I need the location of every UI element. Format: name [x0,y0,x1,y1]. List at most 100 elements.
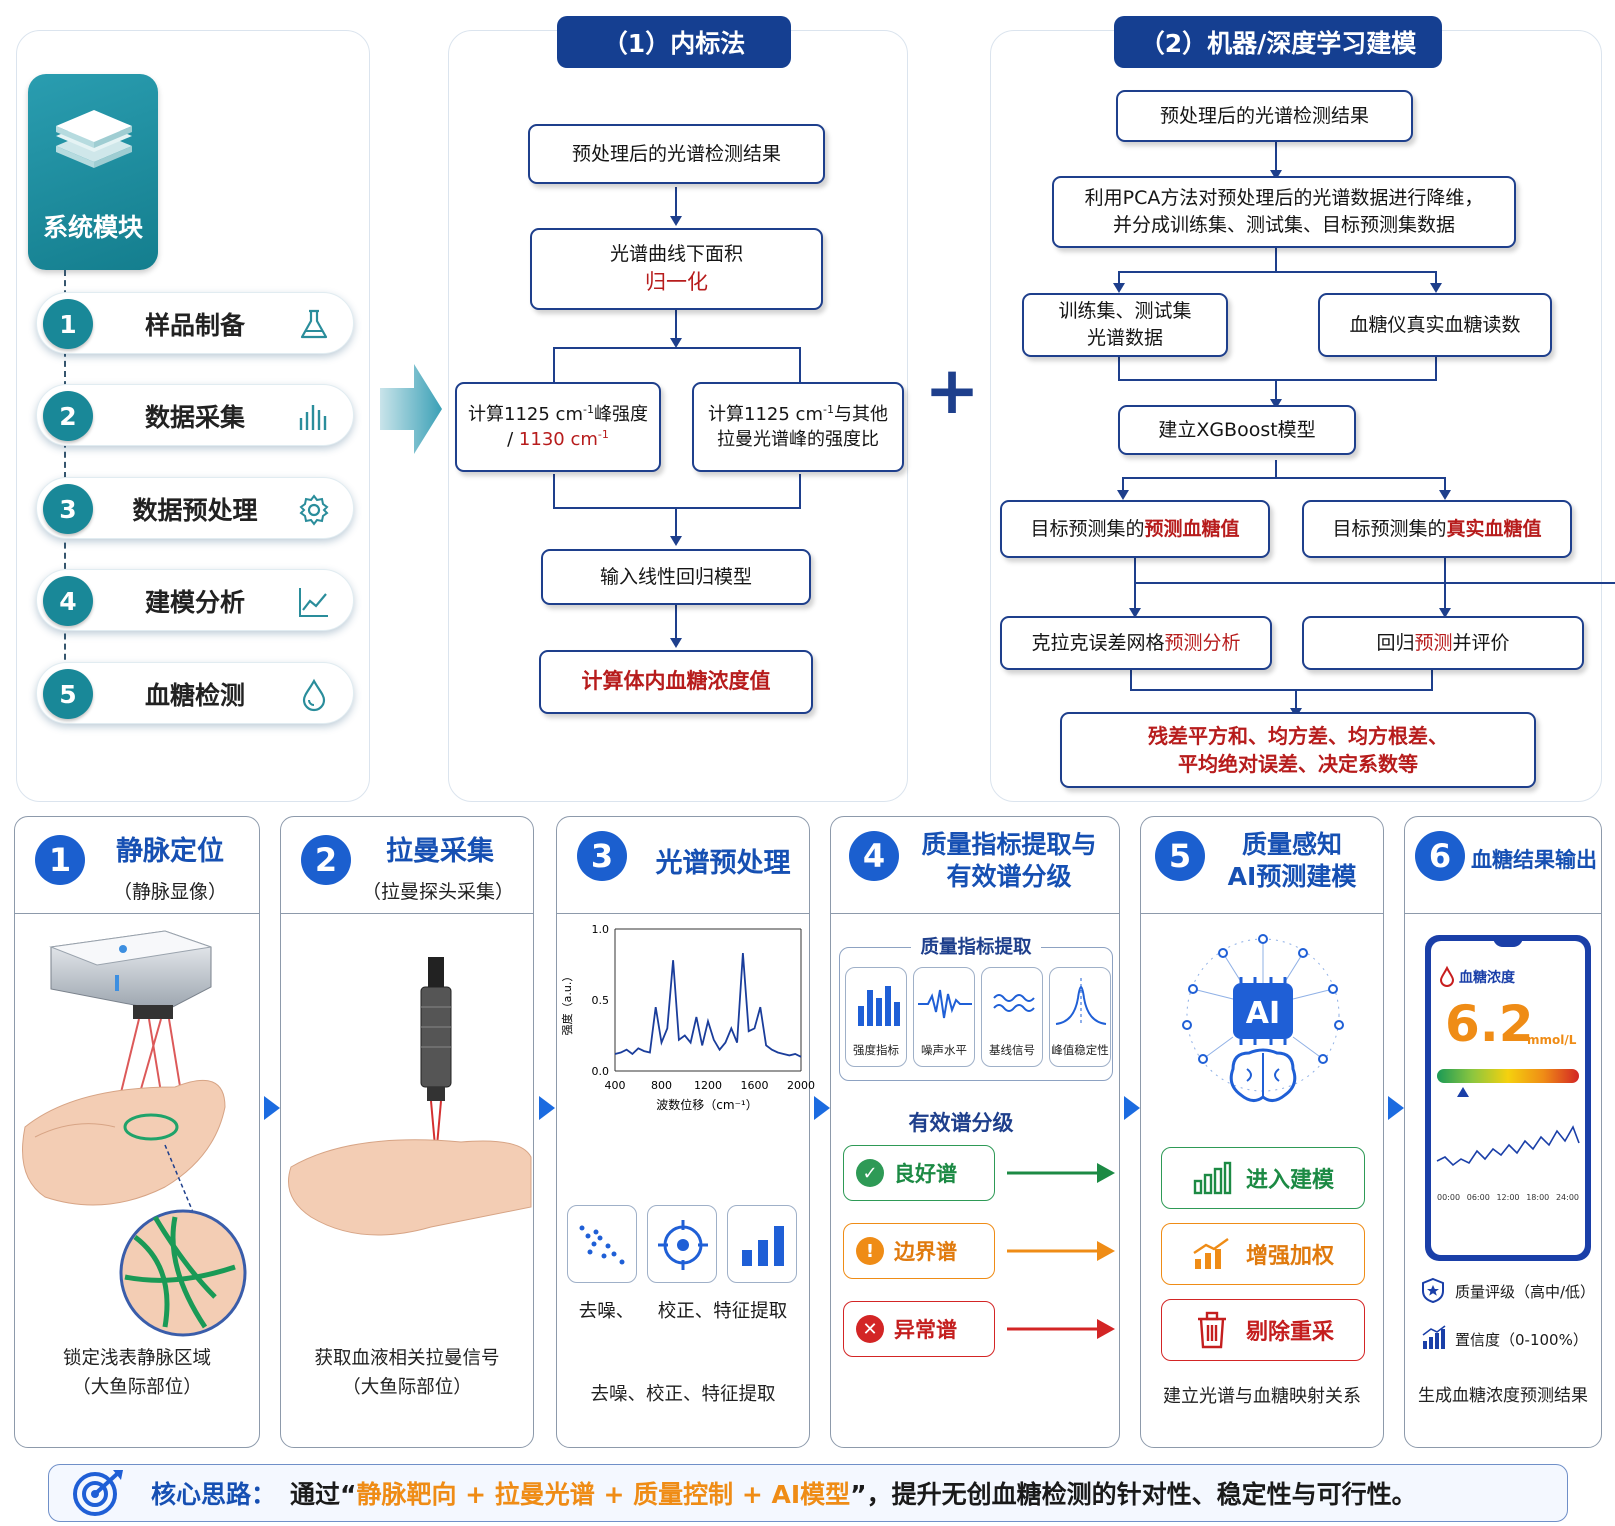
metric-peak-stability[interactable]: 峰值稳定性 [1049,967,1111,1067]
phone-notch [1493,937,1523,947]
metric-noise[interactable]: 噪声水平 [913,967,975,1067]
metric-label: 峰值稳定性 [1051,1043,1109,1057]
m2-predicted-glucose[interactable]: 目标预测集的预测血糖值 [1000,500,1270,558]
step-number: 4 [43,576,93,626]
m2-pca-text-1: 利用PCA方法对预处理后的光谱数据进行降维， [1084,187,1484,210]
m1-peak-ratio[interactable]: 计算1125 cm-1与其他 拉曼光谱峰的强度比 [692,382,904,472]
m2-true-text: 目标预测集的 [1332,517,1447,540]
x-tick-label: 1200 [694,1079,722,1092]
card-number: 1 [35,835,85,885]
m2-preprocessed-result[interactable]: 预处理后的光谱检测结果 [1116,90,1413,142]
x-axis-label: 波数位移（cm⁻¹） [656,1097,757,1112]
m2-regression-eval[interactable]: 回归预测并评价 [1302,616,1584,670]
m2-meter-readings[interactable]: 血糖仪真实血糖读数 [1318,293,1552,357]
scatter-dots-icon [579,1225,625,1265]
method1-title: （1）内标法 [557,16,791,68]
m2-xgboost-model[interactable]: 建立XGBoost模型 [1118,405,1356,455]
y-axis-label: 强度（a.u.） [560,971,574,1036]
step-modeling[interactable]: 4 建模分析 [36,569,354,631]
method2-title: （2）机器/深度学习建模 [1114,16,1442,68]
trend-line [1436,1125,1580,1167]
m1-ratio-text-b: 与其他 [833,403,888,425]
y-tick-label: 0.0 [592,1065,610,1078]
growth-chart-icon [1193,1238,1229,1269]
preprocess-icon-labels: 去噪、 校正、特征提取 [578,1301,788,1322]
ai-chip-text: AI [1246,996,1280,1031]
metric-baseline[interactable]: 基线信号 [981,967,1043,1067]
action-weighted[interactable]: 增强加权 [1161,1223,1365,1285]
m2-true-glucose[interactable]: 目标预测集的真实血糖值 [1302,500,1572,558]
m2-train-test-data[interactable]: 训练集、测试集 光谱数据 [1022,293,1228,357]
m2-pca-split[interactable]: 利用PCA方法对预处理后的光谱数据进行降维， 并分成训练集、测试集、目标预测集数… [1052,176,1516,248]
m1-slash: / [507,429,519,450]
method2-connectors [1113,140,1615,718]
shield-star-icon [1422,1277,1444,1304]
x-tick-label: 1600 [741,1079,769,1092]
glucose-unit: mmol/L [1527,1033,1577,1047]
layers-icon [56,110,132,168]
x-tick-label: 800 [651,1079,672,1092]
phone[interactable]: 血糖浓度 6.2 mmol/L 00:00 06:00 12:00 18:00 … [1425,935,1591,1261]
m2-clarke-grid[interactable]: 克拉克误差网格预测分析 [1000,616,1272,670]
step-arrow-icon [1388,1096,1404,1120]
step-arrow-icon [1124,1096,1140,1120]
card-vein-locate: 1 静脉定位 （静脉显像） 锁定浅表静脉区域 （大鱼际部位） [14,816,260,1448]
action-label: 增强加权 [1245,1244,1334,1269]
m2-metrics[interactable]: 残差平方和、均方差、均方根差、 平均绝对误差、决定系数等 [1060,712,1536,788]
step-data-collection[interactable]: 2 数据采集 [36,384,354,446]
m1-preprocessed-result[interactable]: 预处理后的光谱检测结果 [528,124,825,184]
flow-arrow-icon [380,364,442,454]
system-module-title: 系统模块 [42,213,143,242]
caption-line-1: 锁定浅表静脉区域 [62,1348,211,1369]
m1-area-normalization[interactable]: 光谱曲线下面积 归一化 [530,228,823,310]
metric-label: 噪声水平 [921,1043,967,1057]
step-number: 1 [43,299,93,349]
grade-good[interactable]: ✓良好谱 [843,1145,995,1201]
check-icon: ✓ [856,1159,884,1187]
glucose-marker-icon [1457,1087,1469,1097]
core-idea-pre: 通过“ [290,1480,357,1509]
card-title-1: 质量感知 [1241,830,1342,859]
glucose-value: 6.2 [1445,995,1534,1053]
phone-label: 血糖浓度 [1459,970,1515,986]
target-icon [658,1220,708,1270]
system-module-tile[interactable]: 系统模块 [28,74,158,270]
grade-title: 有效谱分级 [908,1111,1014,1135]
step-sample-prep[interactable]: 1 样品制备 [36,292,354,354]
card-title-1: 质量指标提取与 [921,830,1097,859]
baseline-wave-icon [993,994,1035,1012]
grade-abnormal[interactable]: ✕异常谱 [843,1301,995,1357]
m2-pred-text: 目标预测集的 [1030,517,1145,540]
card-header: 5 质量感知 AI预测建模 [1141,817,1383,914]
trash-icon [1197,1311,1226,1349]
warning-icon: ! [856,1237,884,1265]
step-number: 2 [43,391,93,441]
flask-icon [300,309,328,339]
calibrate-icon-tile [647,1205,717,1283]
m1-glucose-value[interactable]: 计算体内血糖浓度值 [539,650,813,714]
m2-metrics-text-1: 残差平方和、均方差、均方根差、 [1148,724,1448,748]
grade-borderline[interactable]: !边界谱 [843,1223,995,1279]
metric-label: 强度指标 [853,1043,899,1057]
card-title: 质量感知 AI预测建模 [1207,829,1377,893]
card-number: 4 [849,831,899,881]
m1-peak-text-b: 峰强度 [593,403,648,425]
card-header: 3 光谱预处理 [557,817,809,914]
m1-ratio-text: 计算1125 cm [708,403,823,425]
metric-intensity[interactable]: 强度指标 [845,967,907,1067]
action-label: 剔除重采 [1245,1320,1334,1345]
step-glucose-detection[interactable]: 5 血糖检测 [36,662,354,724]
m2-metrics-text-2: 平均绝对误差、决定系数等 [1178,752,1418,776]
peak-icon [1055,978,1107,1025]
step-preprocessing[interactable]: 3 数据预处理 [36,477,354,539]
card-caption: 生成血糖浓度预测结果 [1418,1386,1588,1406]
card-header: 1 静脉定位 （静脉显像） [15,817,259,914]
card-number: 6 [1415,831,1465,881]
m1-linear-regression[interactable]: 输入线性回归模型 [541,549,811,605]
grade-arrows [1007,1163,1115,1339]
action-enter-modeling[interactable]: 进入建模 [1161,1147,1365,1209]
m1-peak-intensity[interactable]: 计算1125 cm-1峰强度 / 1130 cm-1 [455,382,661,472]
step-label: 数据采集 [144,403,245,432]
action-discard[interactable]: 剔除重采 [1161,1299,1365,1361]
spectrum-line [614,953,802,1058]
